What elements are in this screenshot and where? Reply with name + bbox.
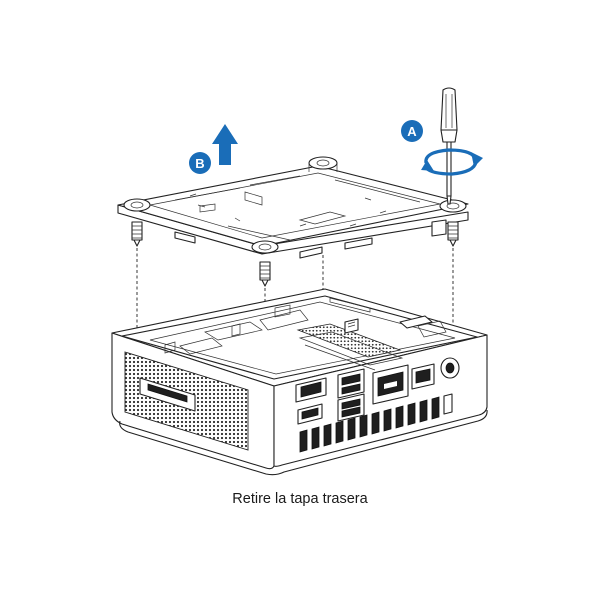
callout-b: B: [189, 152, 211, 174]
screwdriver-icon: [440, 87, 458, 205]
rear-vent-slots: [299, 393, 453, 453]
svg-text:A: A: [407, 124, 417, 139]
rotate-arrow-icon: [421, 148, 483, 176]
internal-board: [149, 297, 456, 375]
usb-port-top: [337, 368, 365, 399]
display-port: [411, 363, 435, 390]
svg-text:B: B: [195, 156, 204, 171]
callout-a: A: [401, 120, 423, 142]
ethernet-port: [372, 364, 409, 405]
caption: Retire la tapa trasera: [232, 491, 368, 507]
screw-left: [131, 221, 143, 247]
up-arrow-icon: [212, 124, 238, 165]
hdmi-port-bottom: [297, 403, 323, 425]
screw-front: [259, 261, 271, 287]
screw-right: [447, 221, 459, 247]
chassis: [111, 288, 488, 476]
hdmi-port-top: [295, 377, 327, 403]
back-cover: [117, 156, 469, 287]
usb-port-bottom: [337, 393, 365, 422]
power-jack: [440, 357, 460, 379]
card-slot: [139, 377, 196, 412]
